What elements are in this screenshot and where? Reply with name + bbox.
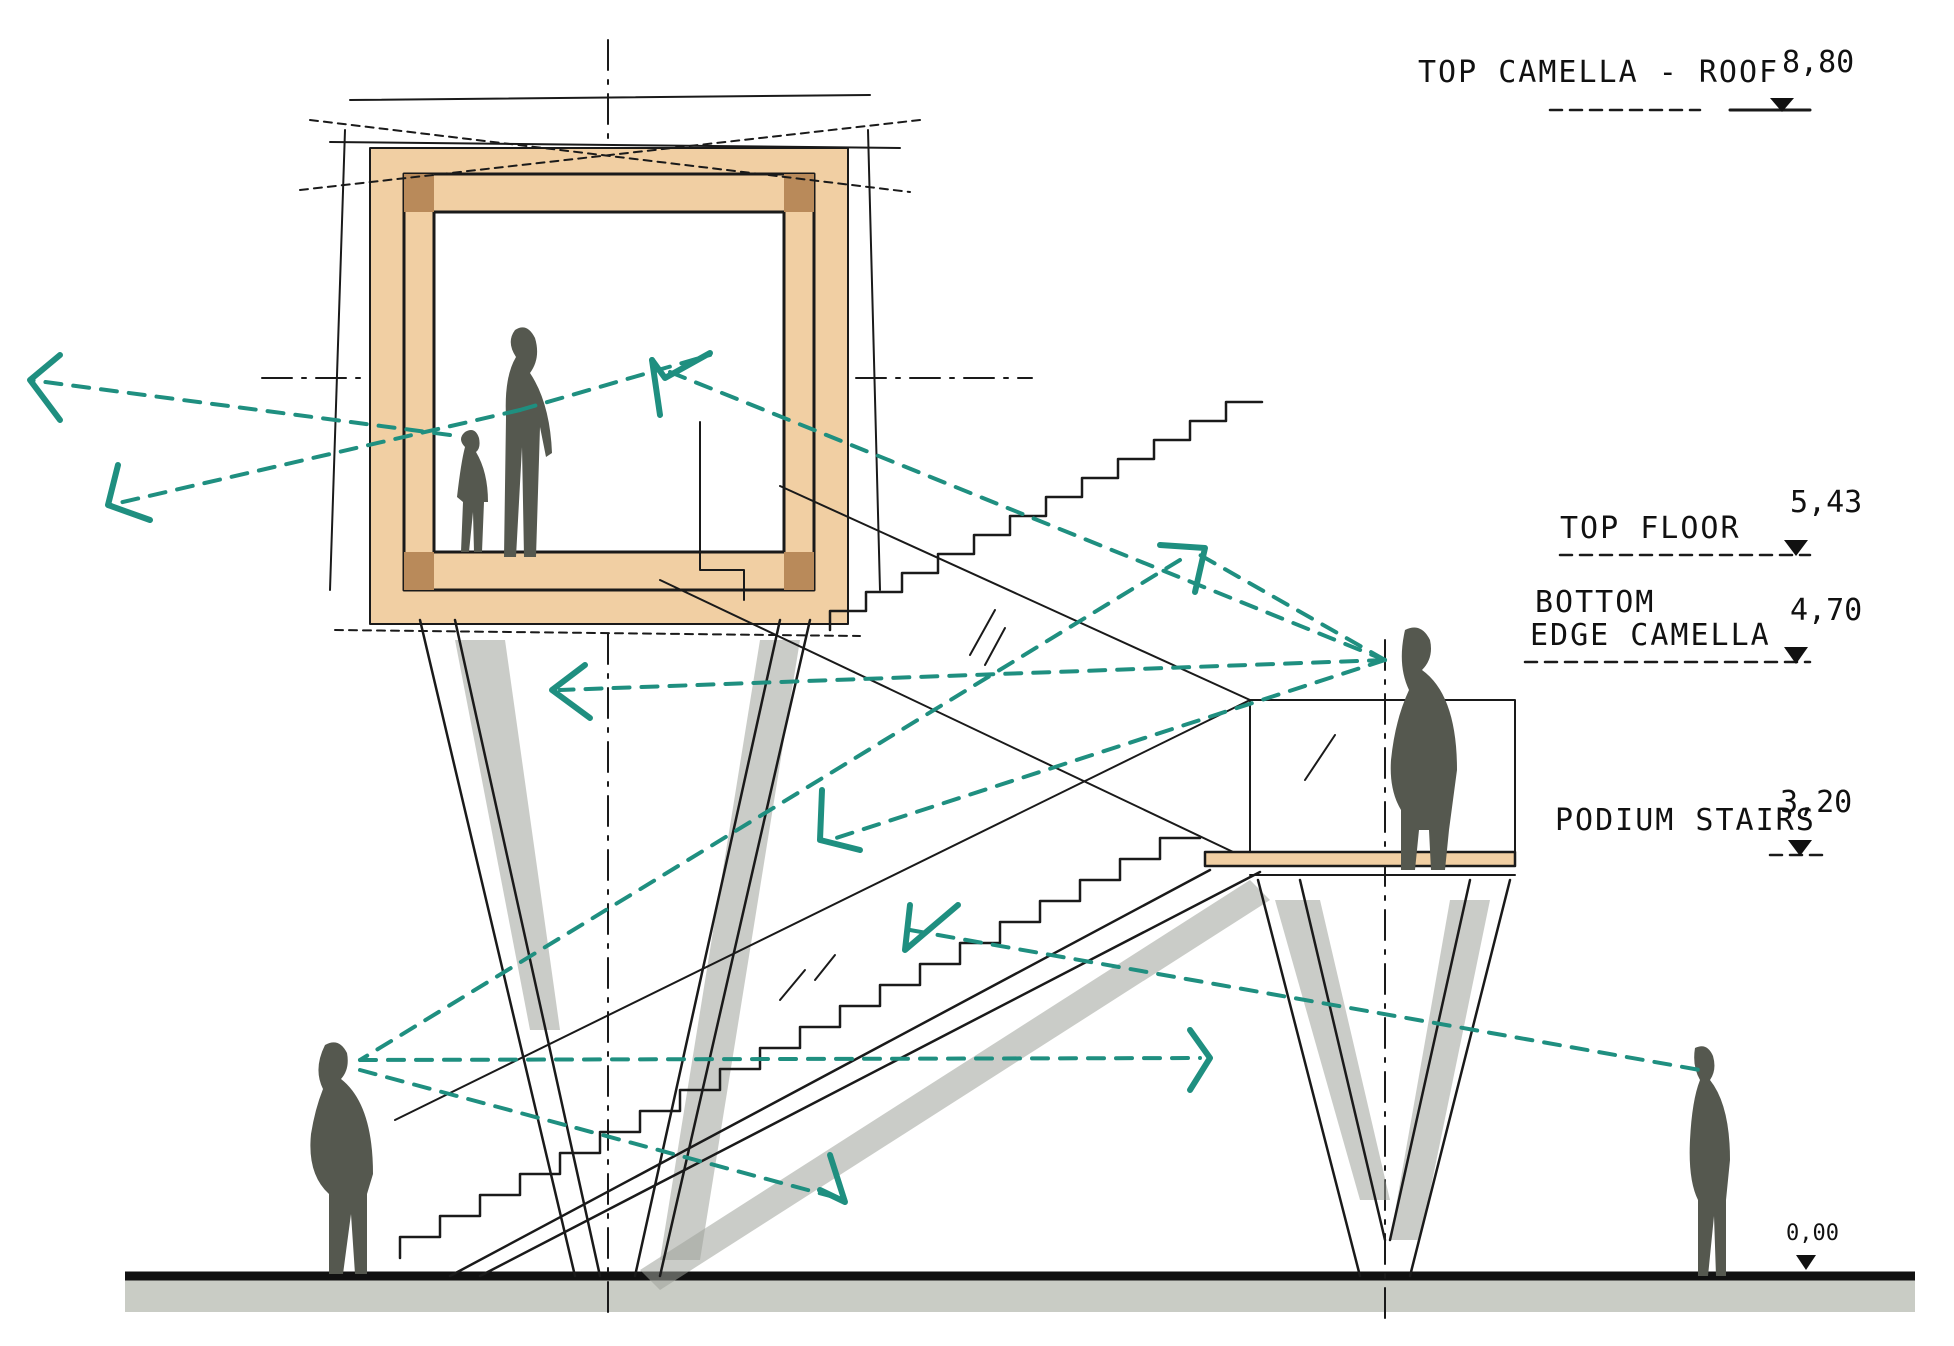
level-marker-triangle-icon — [1784, 647, 1808, 664]
level-bottom-edge: BOTTOM EDGE CAMELLA 4,70 — [1523, 585, 1862, 664]
level-marker-triangle-icon — [1770, 98, 1794, 112]
glass-hatches — [779, 609, 1336, 1001]
level-podium-label: PODIUM STAIRS — [1555, 803, 1816, 838]
level-roof: TOP CAMELLA - ROOF 8,80 — [1418, 45, 1854, 112]
level-ground-value: 0,00 — [1786, 1221, 1839, 1246]
level-top-floor: TOP FLOOR 5,43 — [1558, 485, 1862, 557]
person-silhouette-icon — [310, 327, 1730, 1276]
level-ground: 0,00 — [1786, 1221, 1839, 1270]
level-marker-triangle-icon — [1796, 1255, 1816, 1270]
level-top-floor-label: TOP FLOOR — [1560, 511, 1741, 546]
level-marker-triangle-icon — [1784, 540, 1808, 556]
camella-box — [299, 94, 921, 637]
level-roof-value: 8,80 — [1782, 45, 1854, 80]
level-roof-label: TOP CAMELLA - ROOF — [1418, 55, 1779, 90]
level-bottom-edge-value: 4,70 — [1790, 593, 1862, 628]
camella-v-column — [418, 618, 812, 1278]
sightline-arrow-icon — [27, 350, 1213, 1205]
level-podium: PODIUM STAIRS 3,20 — [1555, 785, 1852, 857]
level-top-floor-value: 5,43 — [1790, 485, 1862, 520]
level-bottom-edge-label-2: EDGE CAMELLA — [1530, 618, 1771, 653]
stair-flight — [394, 400, 1264, 1278]
sight-lines — [28, 353, 1702, 1202]
level-markers: TOP CAMELLA - ROOF 8,80 TOP FLOOR 5,43 B… — [1418, 45, 1862, 1270]
level-bottom-edge-label-1: BOTTOM — [1535, 585, 1655, 620]
ground-slab — [125, 1271, 1915, 1312]
level-marker-triangle-icon — [1788, 840, 1812, 856]
level-podium-value: 3,20 — [1780, 785, 1852, 820]
